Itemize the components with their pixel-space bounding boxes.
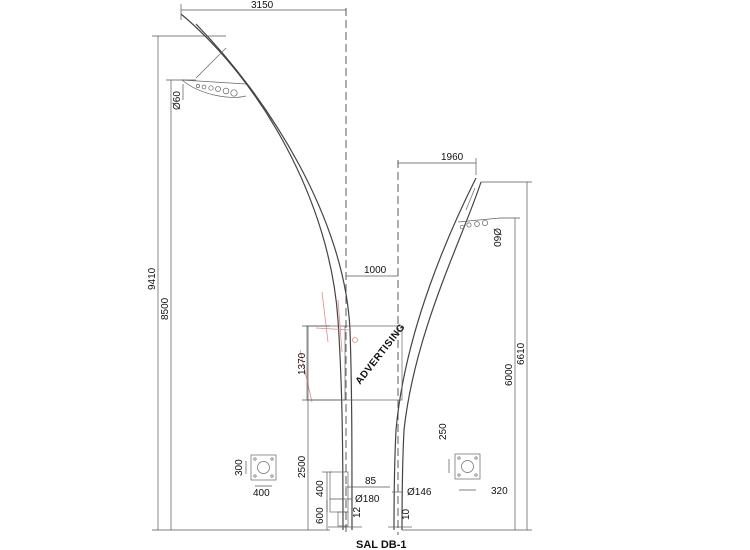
right-base-plate bbox=[448, 453, 481, 491]
drawing-title: SAL DB-1 bbox=[356, 539, 407, 550]
dim-6610-label: 6610 bbox=[516, 342, 527, 365]
red-annotations bbox=[299, 291, 358, 403]
dim-3150-label: 3150 bbox=[251, 0, 274, 11]
advertising-panel bbox=[306, 325, 403, 401]
dim-400-label: 400 bbox=[315, 480, 326, 497]
right-pole bbox=[393, 177, 501, 531]
dim-9410-label: 9410 bbox=[147, 267, 158, 290]
dia-180-label: Ø180 bbox=[355, 494, 380, 505]
dim-600-label: 600 bbox=[315, 507, 326, 524]
right-lamp-holes bbox=[459, 219, 489, 230]
left-pole-base bbox=[328, 471, 362, 528]
dim-6000 bbox=[500, 217, 520, 530]
left-pole bbox=[180, 13, 353, 531]
base-right-320-label: 320 bbox=[491, 486, 508, 497]
dia-60-left-label: Ø60 bbox=[172, 91, 183, 110]
dim-1370 bbox=[302, 325, 345, 401]
dim-6610 bbox=[402, 181, 532, 531]
dia-146-label: Ø146 bbox=[407, 487, 432, 498]
dim-1000-label: 1000 bbox=[364, 265, 387, 276]
left-lamp-holes bbox=[196, 84, 238, 97]
dim-1370-label: 1370 bbox=[297, 352, 308, 375]
dim-10-label: 10 bbox=[401, 508, 412, 520]
dim-2500-label: 2500 bbox=[297, 455, 308, 478]
dim-85-label: 85 bbox=[365, 476, 377, 487]
dim-12-label: 12 bbox=[352, 506, 363, 518]
base-left-300-label: 300 bbox=[234, 459, 245, 476]
dim-1960 bbox=[398, 158, 477, 175]
dim-9410 bbox=[152, 35, 330, 531]
left-base-plate bbox=[245, 454, 277, 487]
dim-8500-label: 8500 bbox=[160, 297, 171, 320]
dim-1960-label: 1960 bbox=[441, 152, 464, 163]
base-right-250-label: 250 bbox=[438, 423, 449, 440]
advertising-label: ADVERTISING bbox=[354, 322, 408, 387]
dim-3150 bbox=[180, 4, 346, 20]
dim-6000-label: 6000 bbox=[504, 363, 515, 386]
dim-8500 bbox=[166, 79, 196, 530]
dia-60-right-label: Ø60 bbox=[491, 228, 502, 247]
base-left-400-label: 400 bbox=[253, 488, 270, 499]
